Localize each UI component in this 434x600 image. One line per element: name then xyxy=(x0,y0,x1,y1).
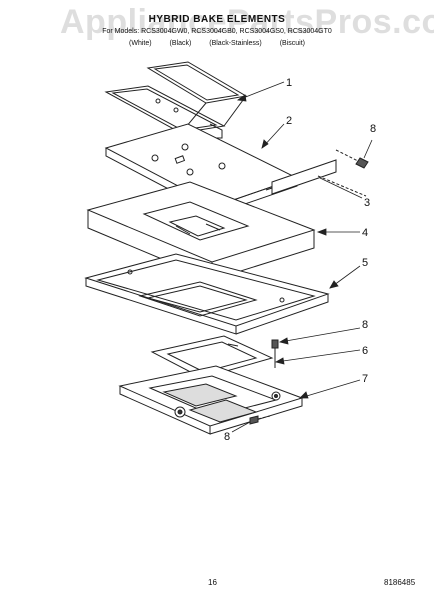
color-white: (White) xyxy=(129,40,152,47)
bake-element-coil xyxy=(104,61,248,139)
bottom-cover-panel xyxy=(118,365,304,435)
callout-6: 6 xyxy=(362,345,368,357)
screw-middle xyxy=(271,339,279,368)
callout-3: 3 xyxy=(364,197,370,209)
callout-8-bottom: 8 xyxy=(224,431,230,443)
color-biscuit: (Biscuit) xyxy=(279,40,305,47)
page-number: 16 xyxy=(208,578,217,587)
leader-lines xyxy=(231,81,373,433)
screw-top xyxy=(335,149,369,169)
diagram-title: HYBRID BAKE ELEMENTS xyxy=(148,14,286,25)
callout-1: 1 xyxy=(286,77,292,89)
housing-frame xyxy=(84,253,330,335)
callout-7: 7 xyxy=(362,373,368,385)
callout-8-top: 8 xyxy=(370,123,376,135)
callout-2: 2 xyxy=(286,115,292,127)
callout-8-middle: 8 xyxy=(362,319,368,331)
mounting-bracket xyxy=(265,159,367,197)
gasket-pad xyxy=(150,335,274,379)
color-black: (Black) xyxy=(169,40,192,47)
document-number: 8186485 xyxy=(384,578,416,587)
callout-5: 5 xyxy=(362,257,368,269)
color-black-stainless: (Black-Stainless) xyxy=(209,40,262,47)
color-legend: (White) (Black) (Black-Stainless) (Biscu… xyxy=(0,40,434,47)
model-list: For Models: RCS3004GW0, RCS3004GB0, RCS3… xyxy=(102,28,332,35)
screw-bottom xyxy=(249,415,271,425)
callout-4: 4 xyxy=(362,227,368,239)
